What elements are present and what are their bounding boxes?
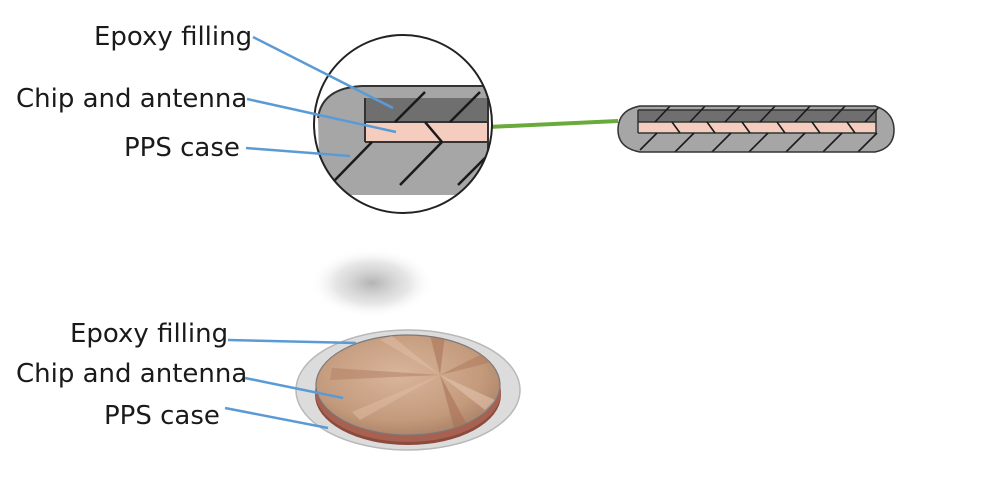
tag-disc-3d	[295, 329, 521, 451]
label-epoxy-filling-bottom: Epoxy filling	[70, 319, 229, 349]
tag-cross-section	[617, 105, 895, 153]
zoom-chip-band	[365, 122, 488, 142]
leader-bottom-chip	[244, 376, 344, 400]
label-pps-case-bottom: PPS case	[104, 401, 220, 431]
leader-top-epoxy	[252, 35, 394, 110]
shadow-blob	[310, 248, 434, 318]
connector-line	[487, 119, 619, 129]
label-pps-case-top: PPS case	[124, 133, 240, 163]
label-epoxy-filling-top: Epoxy filling	[94, 22, 253, 52]
leader-top-case	[245, 146, 351, 158]
label-chip-antenna-bottom: Chip and antenna	[16, 359, 248, 389]
label-chip-antenna-top: Chip and antenna	[16, 84, 248, 114]
leader-bottom-epoxy	[227, 338, 357, 345]
magnified-cross-section	[313, 34, 493, 214]
leader-lines	[224, 35, 397, 430]
leader-bottom-case	[224, 406, 329, 430]
leader-top-chip	[246, 97, 397, 134]
zoom-epoxy-band	[365, 98, 488, 122]
